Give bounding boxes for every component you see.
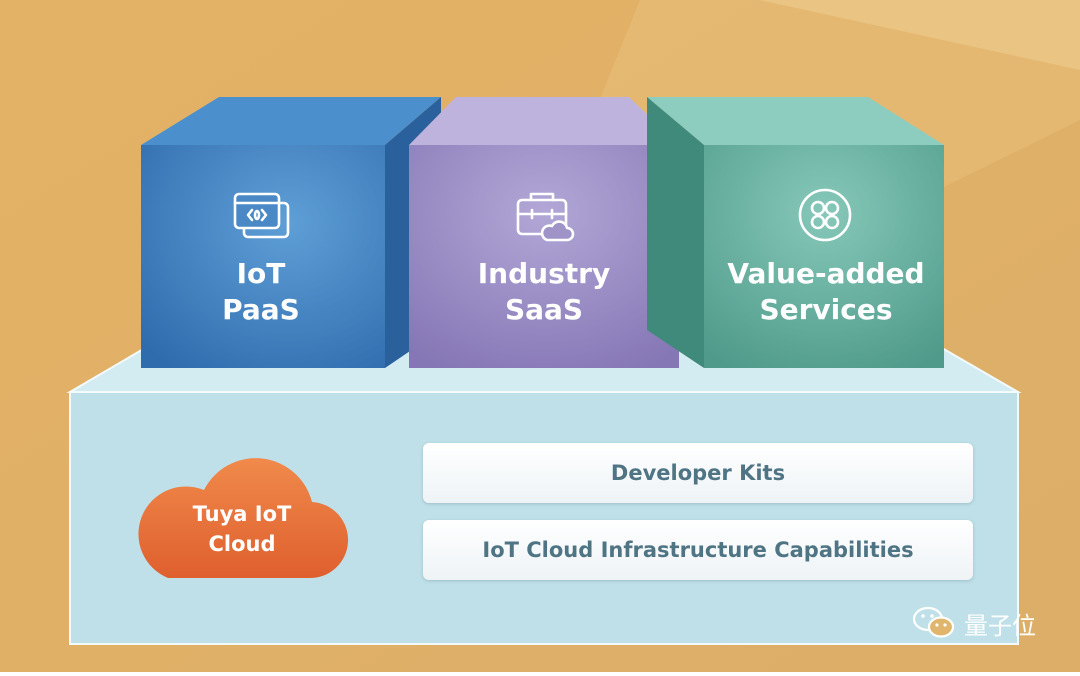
toolbox-cloud-icon: [516, 192, 575, 242]
iot-cloud-infrastructure-label: IoT Cloud Infrastructure Capabilities: [482, 538, 914, 562]
background-light-beam-upper: [760, 0, 1080, 70]
industry-saas-block: [409, 97, 679, 368]
value-added-services-label-line2: Services: [759, 293, 893, 326]
iot-paas-label: IoT PaaS: [131, 256, 391, 328]
iot-cloud-infrastructure-bar: IoT Cloud Infrastructure Capabilities: [423, 520, 973, 580]
iot-paas-label-line2: PaaS: [222, 293, 300, 326]
tuya-cloud-label-line2: Cloud: [208, 532, 276, 556]
value-added-services-block: [647, 97, 944, 368]
tuya-cloud-label: Tuya IoT Cloud: [157, 499, 327, 559]
industry-saas-label-line1: Industry: [477, 257, 611, 290]
code-window-icon: [233, 192, 290, 239]
industry-saas-label: Industry SaaS: [414, 256, 674, 328]
tuya-cloud-shape: [138, 458, 349, 579]
iot-paas-block: [141, 97, 441, 368]
watermark: 量子位: [912, 605, 1036, 641]
developer-kits-bar: Developer Kits: [423, 443, 973, 503]
tuya-cloud-label-line1: Tuya IoT: [192, 502, 292, 526]
watermark-text: 量子位: [964, 611, 1036, 640]
value-added-services-label: Value-added Services: [696, 256, 956, 328]
wechat-icon: [912, 606, 955, 638]
developer-kits-label: Developer Kits: [610, 461, 786, 485]
industry-saas-label-line2: SaaS: [504, 293, 584, 326]
iot-paas-label-line1: IoT: [236, 257, 286, 290]
clover-circle-icon: [798, 188, 852, 242]
value-added-services-label-line1: Value-added: [727, 257, 925, 290]
